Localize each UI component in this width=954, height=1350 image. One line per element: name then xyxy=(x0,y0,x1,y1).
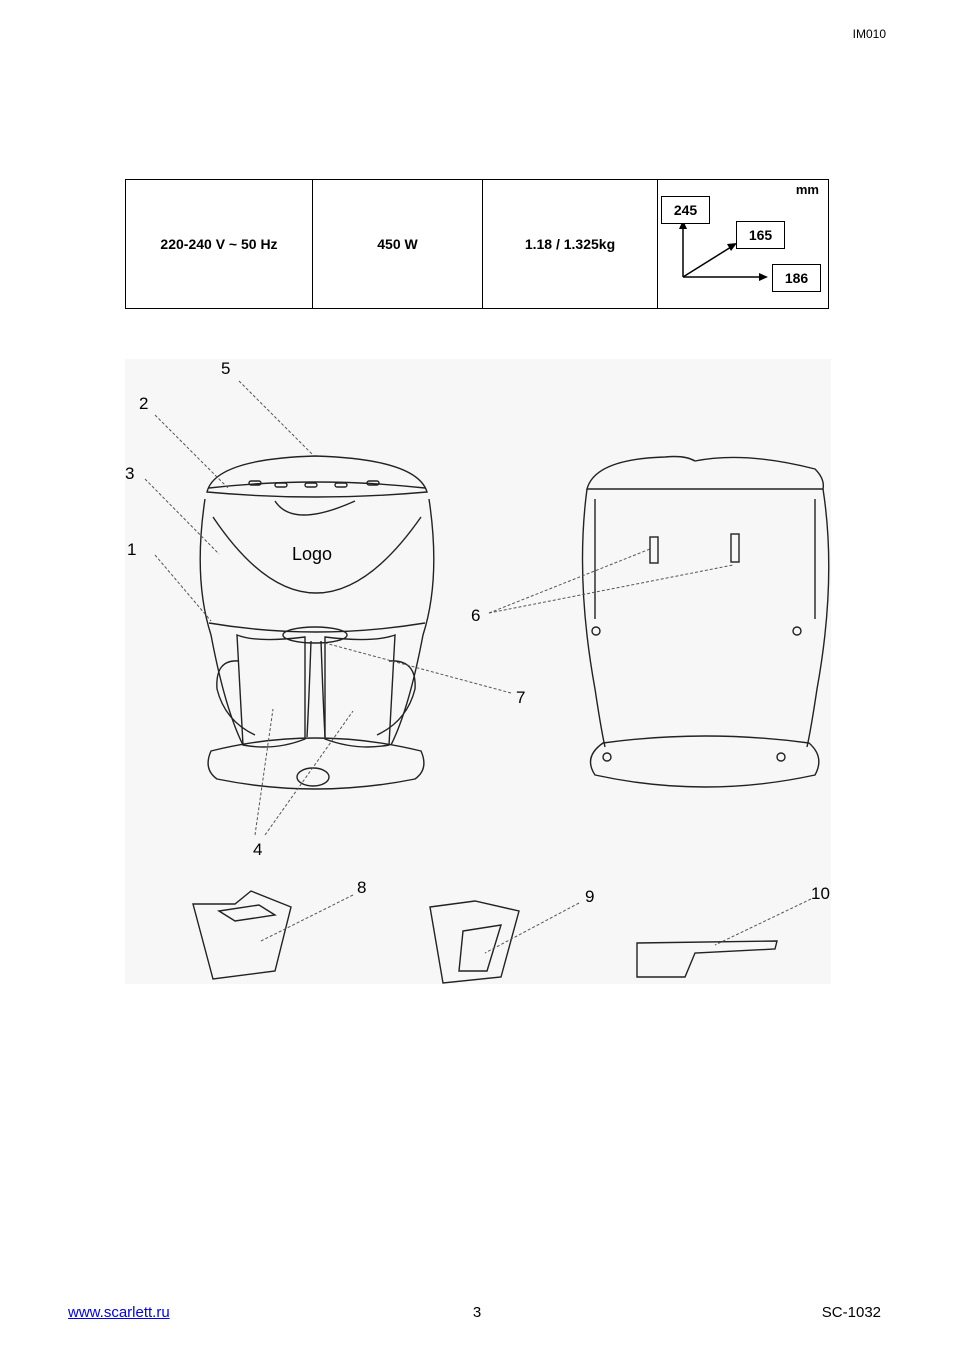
website-link[interactable]: www.scarlett.ru xyxy=(68,1304,170,1321)
weight-cell: 1.18 / 1.325kg xyxy=(482,179,658,309)
dimension-unit: mm xyxy=(795,182,819,197)
callout-2: 2 xyxy=(139,394,148,413)
callout-8: 8 xyxy=(357,878,366,897)
filter-holder-drawing xyxy=(192,890,292,980)
callout-6: 6 xyxy=(471,606,480,625)
page-number: 3 xyxy=(472,1304,482,1321)
callout-5: 5 xyxy=(221,359,230,378)
callout-4: 4 xyxy=(253,840,262,859)
coffee-maker-front-drawing xyxy=(199,455,435,790)
callout-1: 1 xyxy=(127,540,136,559)
dimension-depth: 165 xyxy=(736,221,785,249)
dimensions-cell: mm 245 165 186 xyxy=(657,179,829,309)
measuring-spoon-drawing xyxy=(636,940,778,978)
callout-7: 7 xyxy=(516,688,525,707)
callout-9: 9 xyxy=(585,887,594,906)
callout-10: 10 xyxy=(811,884,830,903)
dimension-arrows xyxy=(679,220,768,281)
logo-label: Logo xyxy=(292,544,332,564)
document-code: IM010 xyxy=(852,27,886,41)
callout-3: 3 xyxy=(125,464,134,483)
voltage-cell: 220-240 V ~ 50 Hz xyxy=(125,179,313,309)
specification-table: 220-240 V ~ 50 Hz 450 W 1.18 / 1.325kg m… xyxy=(125,179,829,309)
coffee-maker-back-drawing xyxy=(581,455,830,788)
dimension-width: 186 xyxy=(772,264,821,292)
product-diagram: Logo xyxy=(125,359,831,984)
permanent-filter-drawing xyxy=(429,900,520,984)
power-cell: 450 W xyxy=(312,179,483,309)
model-number: SC-1032 xyxy=(821,1304,881,1321)
dimension-height: 245 xyxy=(661,196,710,224)
